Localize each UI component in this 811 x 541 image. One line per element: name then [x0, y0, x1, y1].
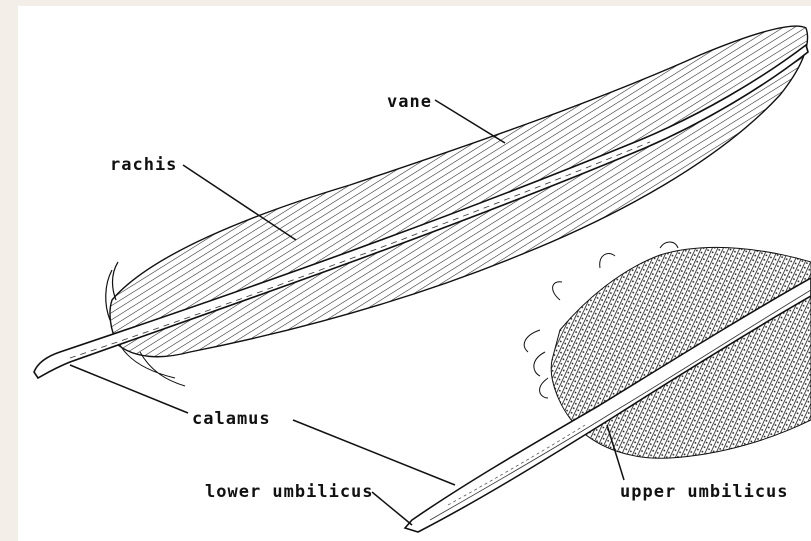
leader-calamus-2 [293, 420, 455, 485]
leader-calamus-1 [70, 365, 188, 413]
leader-vane [435, 100, 505, 143]
leader-lower-umbilicus [372, 492, 412, 525]
label-calamus: calamus [192, 409, 271, 429]
label-lower-umbilicus: lower umbilicus [205, 482, 374, 502]
label-upper-umbilicus: upper umbilicus [620, 482, 789, 502]
label-vane: vane [387, 92, 432, 112]
label-rachis: rachis [110, 155, 177, 175]
